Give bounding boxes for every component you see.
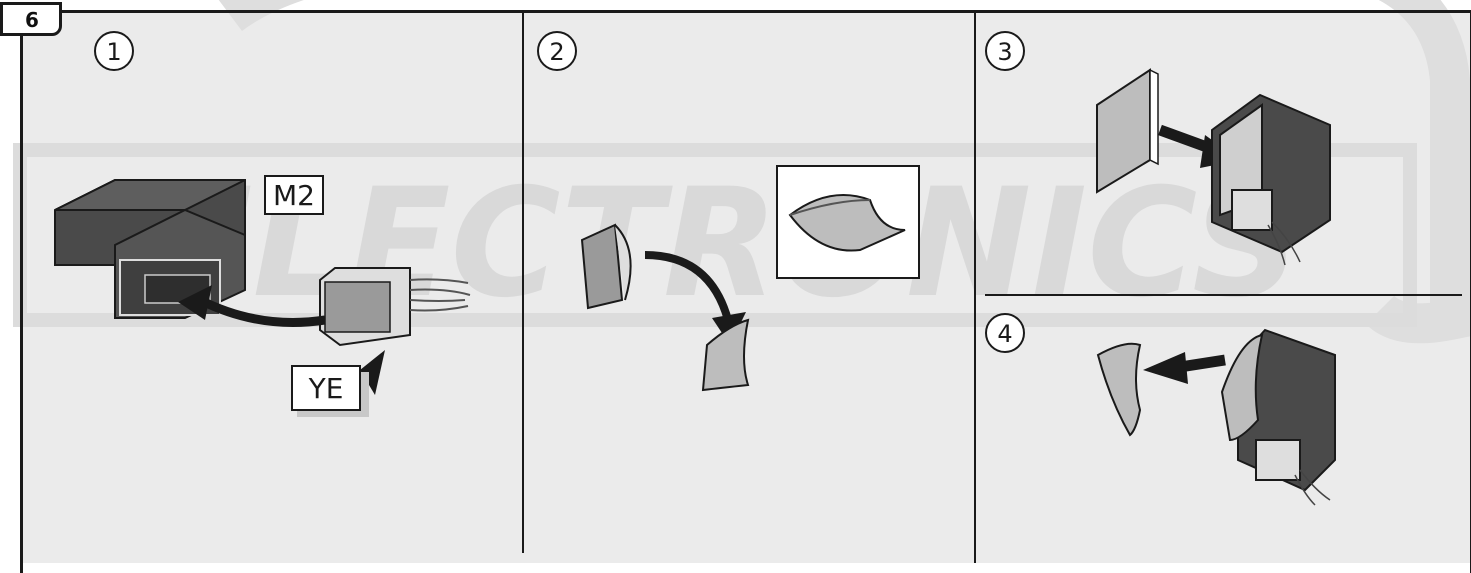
svg-text:4: 4	[997, 320, 1012, 348]
step-4-badge: 4	[985, 313, 1025, 353]
module-label-box	[264, 175, 324, 215]
yes-pointer	[360, 350, 385, 395]
step-1-badge: 1	[94, 31, 134, 71]
connector-plug	[319, 267, 471, 347]
tape-pad-3	[1096, 68, 1159, 194]
tape-sheet-peeled	[580, 223, 632, 310]
removed-liner	[1096, 342, 1142, 437]
svg-text:1: 1	[106, 38, 121, 66]
module-label: M2	[273, 179, 315, 212]
tape-peel-inset	[776, 165, 920, 279]
step-number-tab: 6	[0, 2, 62, 36]
step-3-badge: 3	[985, 31, 1025, 71]
diagram-background	[20, 10, 1471, 563]
connector-label: YE	[308, 372, 344, 405]
remove-arrow-head	[1143, 352, 1188, 384]
module-box	[54, 179, 246, 319]
svg-text:3: 3	[997, 38, 1012, 66]
step-2-badge: 2	[537, 31, 577, 71]
remove-arrow	[1179, 354, 1226, 373]
peel-arrow	[644, 251, 732, 322]
insert-arrow-1	[197, 295, 326, 327]
module-box-3	[1211, 93, 1331, 266]
step-number: 6	[25, 8, 39, 32]
module-box-4	[1220, 328, 1336, 506]
tape-on-module	[1220, 333, 1264, 442]
svg-text:2: 2	[549, 38, 564, 66]
backing-liner	[701, 318, 750, 392]
insert-arrow-1-head	[178, 285, 212, 320]
connector-label-box	[291, 365, 361, 411]
watermark-swoosh	[218, 0, 1470, 344]
